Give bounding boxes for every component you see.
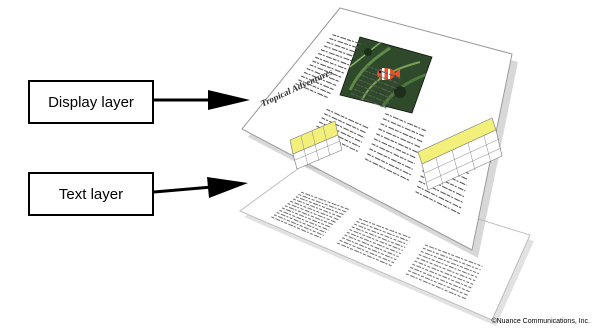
text-line bbox=[382, 118, 425, 137]
text-arrow-icon bbox=[153, 177, 248, 198]
text-line bbox=[366, 65, 402, 79]
copyright-notice: ©Nuance Communications, Inc. bbox=[491, 318, 590, 325]
text-line bbox=[301, 191, 349, 210]
text-line bbox=[421, 170, 466, 192]
text-line bbox=[356, 83, 393, 100]
text-line bbox=[318, 121, 363, 143]
display-layer-page: Tropical Adventures bbox=[241, 7, 518, 258]
text-line bbox=[271, 216, 322, 239]
text-line bbox=[412, 263, 472, 289]
text-line bbox=[309, 64, 342, 78]
text-line bbox=[320, 49, 352, 62]
text-line bbox=[424, 244, 483, 267]
text-line bbox=[346, 231, 401, 255]
text-line bbox=[414, 260, 474, 285]
text-line bbox=[287, 202, 337, 223]
text-line bbox=[298, 79, 332, 95]
display-arrow-icon bbox=[154, 90, 250, 110]
text-line bbox=[405, 273, 467, 300]
text-line bbox=[384, 113, 427, 132]
text-line bbox=[351, 226, 406, 249]
text-line bbox=[281, 207, 332, 229]
text-line bbox=[292, 198, 342, 218]
text-line bbox=[361, 74, 397, 90]
text-line bbox=[369, 148, 413, 170]
text-layer-label: Text layer bbox=[28, 172, 154, 216]
text-line bbox=[303, 71, 337, 87]
text-line bbox=[326, 41, 357, 54]
text-line bbox=[318, 52, 350, 66]
text-line bbox=[284, 205, 334, 226]
text-line bbox=[418, 180, 463, 203]
text-layer-text: Text layer bbox=[58, 185, 124, 203]
text-layer-page bbox=[238, 164, 534, 326]
text-line bbox=[415, 191, 461, 215]
text-line bbox=[358, 79, 395, 95]
text-line bbox=[354, 223, 408, 245]
text-line bbox=[290, 200, 339, 221]
text-line bbox=[276, 211, 327, 234]
text-line bbox=[273, 214, 324, 236]
text-line bbox=[409, 266, 470, 293]
display-layer-label: Display layer bbox=[28, 80, 154, 124]
display-table-right bbox=[417, 117, 503, 191]
text-line bbox=[315, 56, 347, 70]
text-line bbox=[367, 153, 412, 176]
display-layer-text: Display layer bbox=[48, 93, 134, 111]
text-line bbox=[420, 175, 465, 198]
text-line bbox=[416, 185, 462, 209]
text-line bbox=[295, 83, 329, 99]
text-line bbox=[339, 239, 395, 264]
text-line bbox=[323, 45, 355, 58]
text-line bbox=[344, 234, 399, 258]
text-line bbox=[295, 196, 344, 216]
text-line bbox=[364, 158, 410, 181]
text-line bbox=[332, 34, 362, 45]
text-line bbox=[380, 123, 423, 143]
display-photo bbox=[339, 36, 433, 114]
text-line bbox=[422, 247, 481, 271]
text-layer-lines bbox=[271, 191, 483, 300]
text-line bbox=[306, 67, 339, 82]
text-line bbox=[312, 60, 344, 74]
text-line bbox=[407, 269, 468, 296]
text-line bbox=[351, 92, 388, 110]
display-table-left bbox=[289, 120, 343, 170]
text-line bbox=[298, 193, 347, 213]
text-line bbox=[329, 37, 360, 49]
text-line bbox=[336, 242, 393, 267]
text-line bbox=[300, 75, 334, 91]
text-line bbox=[341, 237, 397, 261]
text-line bbox=[358, 218, 412, 239]
text-line bbox=[279, 209, 329, 231]
text-line bbox=[356, 220, 410, 242]
text-line bbox=[364, 70, 399, 85]
text-line bbox=[349, 228, 404, 252]
text-line bbox=[353, 88, 390, 105]
